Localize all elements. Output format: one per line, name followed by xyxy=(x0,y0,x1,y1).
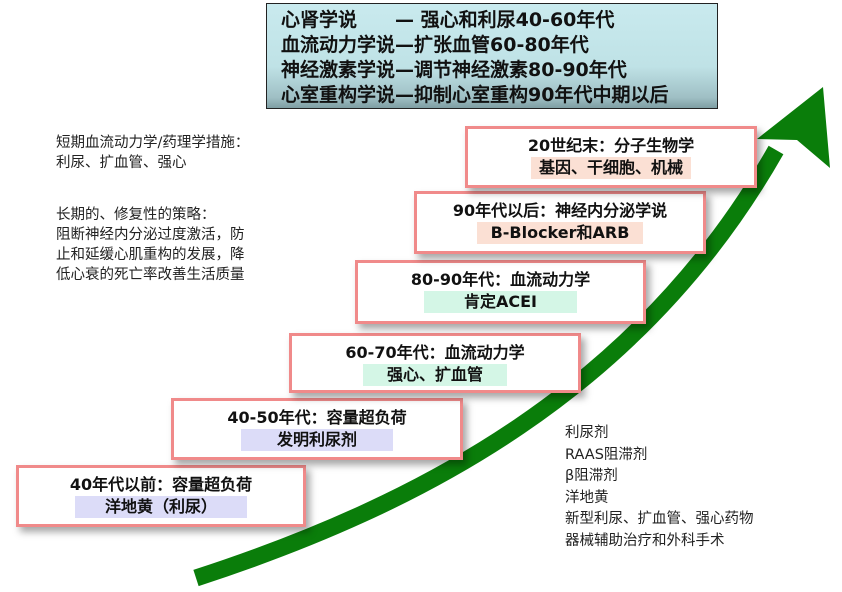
stage-treatment: 发明利尿剂 xyxy=(240,429,393,451)
header-line-neurohormonal: 神经激素学说—调节神经激素80-90年代 xyxy=(281,59,627,81)
short-term-strategy-note: 短期血流动力学/药理学措施： 利尿、扩血管、强心 xyxy=(56,135,250,171)
therapy-item: 新型利尿、扩血管、强心药物 xyxy=(565,511,754,527)
therapy-item: 器械辅助治疗和外科手术 xyxy=(565,532,725,549)
long-term-strategy-note: 长期的、修复性的策略： 阻断神经内分泌过度激活，防 止和延缓心肌重构的发展，降 … xyxy=(56,207,245,283)
stage-title: 80-90年代：血流动力学 xyxy=(410,270,591,289)
theory-summary-box: 心肾学说 — 强心和利尿40-60年代 血流动力学说—扩张血管60-80年代 神… xyxy=(266,3,718,109)
therapy-item: β阻滞剂 xyxy=(565,468,618,484)
stage-1960s-1970s: 60-70年代：血流动力学 强心、扩血管 xyxy=(289,333,581,393)
stage-title: 20世纪末：分子生物学 xyxy=(527,136,695,155)
therapy-item: RAAS阻滞剂 xyxy=(565,446,648,463)
stage-late-20th-century: 20世纪末：分子生物学 基因、干细胞、机械 xyxy=(465,126,757,188)
stage-treatment: 肯定ACEI xyxy=(423,291,577,313)
stage-treatment: 洋地黄（利尿） xyxy=(74,496,247,518)
stage-1940s-1950s: 40-50年代：容量超负荷 发明利尿剂 xyxy=(171,398,463,460)
stage-post-1990s: 90年代以后：神经内分泌学说 B-Blocker和ARB xyxy=(414,191,706,254)
therapy-list: 利尿剂 RAAS阻滞剂 β阻滞剂 洋地黄 新型利尿、扩血管、强心药物 器械辅助治… xyxy=(565,423,754,552)
header-line-hemodynamic: 血流动力学说—扩张血管60-80年代 xyxy=(281,34,589,56)
therapy-item: 洋地黄 xyxy=(565,489,609,506)
stage-treatment: B-Blocker和ARB xyxy=(476,222,644,244)
stage-treatment: 基因、干细胞、机械 xyxy=(530,157,691,179)
stage-title: 60-70年代：血流动力学 xyxy=(345,343,525,362)
stage-pre-1940s: 40年代以前：容量超负荷 洋地黄（利尿） xyxy=(16,465,306,527)
therapy-item: 利尿剂 xyxy=(565,425,609,441)
header-line-cardiorenal: 心肾学说 — 强心和利尿40-60年代 xyxy=(281,9,615,31)
stage-1980s-1990s: 80-90年代：血流动力学 肯定ACEI xyxy=(355,260,646,324)
stage-title: 40年代以前：容量超负荷 xyxy=(69,475,253,494)
stage-title: 40-50年代：容量超负荷 xyxy=(227,408,407,427)
stage-treatment: 强心、扩血管 xyxy=(362,364,507,386)
header-line-remodeling: 心室重构学说—抑制心室重构90年代中期以后 xyxy=(281,84,669,106)
stage-title: 90年代以后：神经内分泌学说 xyxy=(452,201,668,220)
